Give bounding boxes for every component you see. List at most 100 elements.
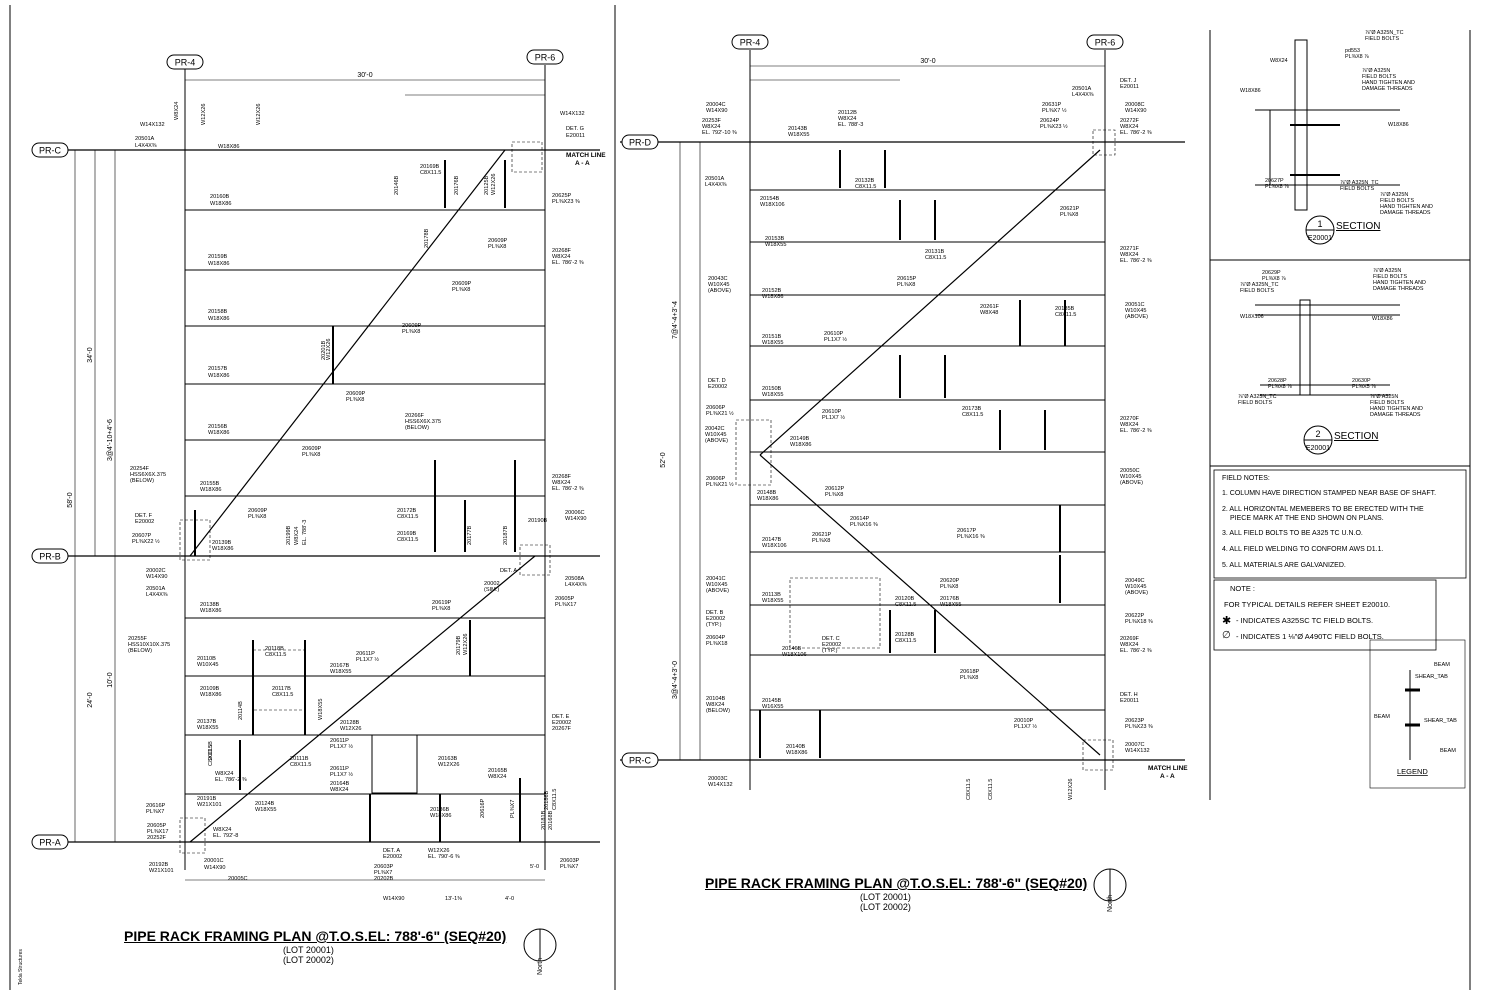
- member-label: W8X24: [330, 787, 348, 793]
- member-label: PL⅜X18 ⅜: [1125, 619, 1153, 625]
- member-label: C8X11.5: [265, 652, 286, 658]
- member-label: PL⅜X8: [302, 452, 320, 458]
- member-label: PL⅜X8: [248, 514, 266, 520]
- section-marker-2: 2 E20001 SECTION: [1303, 425, 1378, 455]
- member-label: EL. 792'-10 ⅜: [702, 130, 737, 136]
- member-label: W8X24: [706, 702, 724, 708]
- member-label: C8X11.5: [420, 170, 441, 176]
- member-label: E20002: [708, 384, 727, 390]
- member-label: W18X55: [255, 807, 276, 813]
- member-label: W18X55: [765, 242, 786, 248]
- member-label: 20186B: [544, 790, 550, 810]
- grid-bubble-prd-right: PR-D: [621, 134, 659, 150]
- svg-text:PR-6: PR-6: [535, 53, 556, 63]
- member-label: (ABOVE): [705, 438, 728, 444]
- member-label: PL⅜X21 ½: [706, 481, 734, 488]
- member-label: PL1X7 ½: [356, 656, 379, 663]
- member-label: 20616P: [146, 803, 166, 809]
- member-label: C8X11.5: [895, 602, 916, 608]
- member-label: W8X24: [552, 480, 570, 486]
- member-label: C8X11.5: [895, 638, 916, 644]
- legend-drawing: [1369, 639, 1466, 789]
- member-label: 20261F: [980, 304, 1000, 310]
- member-label: E20011: [566, 133, 585, 139]
- member-label: W16X55: [762, 704, 783, 710]
- member-label: 20159B: [208, 254, 228, 260]
- member-label: W18X86: [208, 261, 229, 267]
- member-label: PL⅜X23 ⅜: [1125, 724, 1153, 730]
- member-label: 20152B: [762, 288, 782, 294]
- member-label: DAMAGE THREADS: [1373, 286, 1424, 292]
- member-label: E20002: [706, 616, 725, 622]
- member-label: 20151B: [762, 334, 782, 340]
- member-label: W12X26: [1068, 779, 1074, 800]
- field-note-5: 5. ALL MATERIALS ARE GALVANIZED.: [1222, 562, 1346, 569]
- member-label: PL1X7 ½: [330, 771, 353, 778]
- left-match-line-ref: A - A: [575, 160, 590, 167]
- member-label: 20147B: [762, 537, 782, 543]
- member-label: (SIM.): [484, 587, 499, 593]
- member-label: W18X86: [430, 813, 451, 819]
- member-label: 20270F: [1120, 416, 1140, 422]
- member-label: W18X86: [218, 144, 239, 150]
- member-label: W8X24: [1120, 252, 1138, 258]
- member-label: 20172B: [397, 508, 417, 514]
- member-label: 4'-0: [505, 896, 514, 902]
- member-label: W10X45: [705, 432, 726, 438]
- member-label: ⅞"Ø A325N_TC: [1365, 30, 1404, 36]
- member-label: DET. J: [1120, 78, 1137, 84]
- member-label: 20143B: [788, 126, 808, 132]
- member-label: C8X11.5: [966, 779, 972, 800]
- member-label: 20049C: [1125, 578, 1145, 584]
- member-label: 20614P: [850, 516, 870, 522]
- member-label: (TYP.): [706, 622, 722, 628]
- member-label: W10X45: [708, 282, 729, 288]
- member-label: C8X11.5: [397, 537, 418, 543]
- member-label: W8X24: [294, 527, 300, 545]
- member-label: 20617P: [957, 528, 977, 534]
- member-label: 20113B: [762, 592, 781, 598]
- member-label: 20178B: [424, 228, 430, 248]
- member-label: W18X86: [790, 442, 811, 448]
- member-label: PL⅜X23 ⅜: [552, 199, 580, 205]
- svg-text:SECTION: SECTION: [1336, 221, 1380, 232]
- member-label: PL⅜X8: [812, 538, 830, 544]
- right-match-line-ref: A - A: [1160, 773, 1175, 780]
- member-label: (BELOW): [130, 478, 154, 484]
- member-label: W18X106: [760, 202, 785, 208]
- member-label: 20604P: [706, 635, 726, 641]
- member-label: PL⅜X5 ⅞: [1352, 384, 1376, 390]
- member-label: 20115B: [208, 741, 214, 760]
- member-label: 20616P: [480, 798, 486, 818]
- member-label: FIELD BOLTS: [1340, 186, 1374, 192]
- member-label: HAND TIGHTEN AND: [1380, 204, 1433, 210]
- svg-text:E20001: E20001: [1308, 235, 1332, 242]
- member-label: W21X101: [197, 802, 222, 808]
- member-label: 20154B: [760, 196, 780, 202]
- member-label: W18X86: [200, 608, 221, 614]
- member-label: L4X4X⅜: [565, 582, 587, 588]
- svg-text:SECTION: SECTION: [1334, 431, 1378, 442]
- member-label: C8X11.5: [988, 779, 994, 800]
- member-label: W12X26: [491, 174, 497, 195]
- member-label: PL⅜X8: [488, 244, 506, 250]
- member-label: 20120B: [895, 596, 915, 602]
- grid-bubble-prc-left: PR-C: [31, 142, 69, 158]
- member-label: PL1X7 ½: [1014, 723, 1037, 730]
- slashed-circle-icon: ∅: [1222, 630, 1231, 641]
- member-label: 20118B: [265, 646, 284, 652]
- member-label: W12X26: [340, 726, 361, 732]
- right-dim-2: 52'-0: [660, 452, 667, 467]
- right-plan-lot-1: (LOT 20001): [860, 892, 911, 902]
- member-label: FIELD BOLTS: [1373, 274, 1407, 280]
- member-label: E20002: [135, 519, 154, 525]
- member-label: 20111B: [290, 756, 309, 762]
- member-label: L4X4X⅜: [135, 143, 157, 149]
- member-label: PL1X7 ½: [824, 336, 847, 343]
- member-label: 20010P: [1014, 718, 1034, 724]
- member-label: 20114B: [238, 701, 244, 720]
- member-label: DET. D: [708, 378, 726, 384]
- member-label: W18X55: [762, 598, 783, 604]
- member-label: (BELOW): [706, 708, 730, 714]
